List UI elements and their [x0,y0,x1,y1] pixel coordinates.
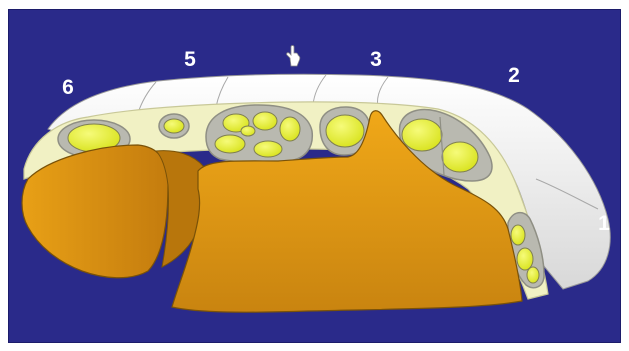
compartment-label-1: 1 [592,213,616,234]
tendon [442,142,478,172]
tendon [254,141,282,157]
compartment-label-5: 5 [178,49,202,70]
compartment-4 [206,105,312,163]
tendon [215,135,245,153]
wrist-extensor-compartments-diagram [8,9,621,343]
tendon [517,248,533,270]
compartment-label-6: 6 [56,77,80,98]
tendon [527,267,539,283]
tendon [511,225,525,245]
diagram-panel: 6 5 3 2 1 [8,9,621,343]
tendon [241,126,255,136]
tendon [326,115,364,147]
compartment-5 [159,114,189,138]
pointing-hand-icon [284,44,302,68]
tendon [280,117,300,141]
compartment-label-3: 3 [364,49,388,70]
tendon [164,119,184,133]
tendon [253,112,277,130]
compartment-label-2: 2 [502,65,526,86]
tendon [402,119,442,151]
